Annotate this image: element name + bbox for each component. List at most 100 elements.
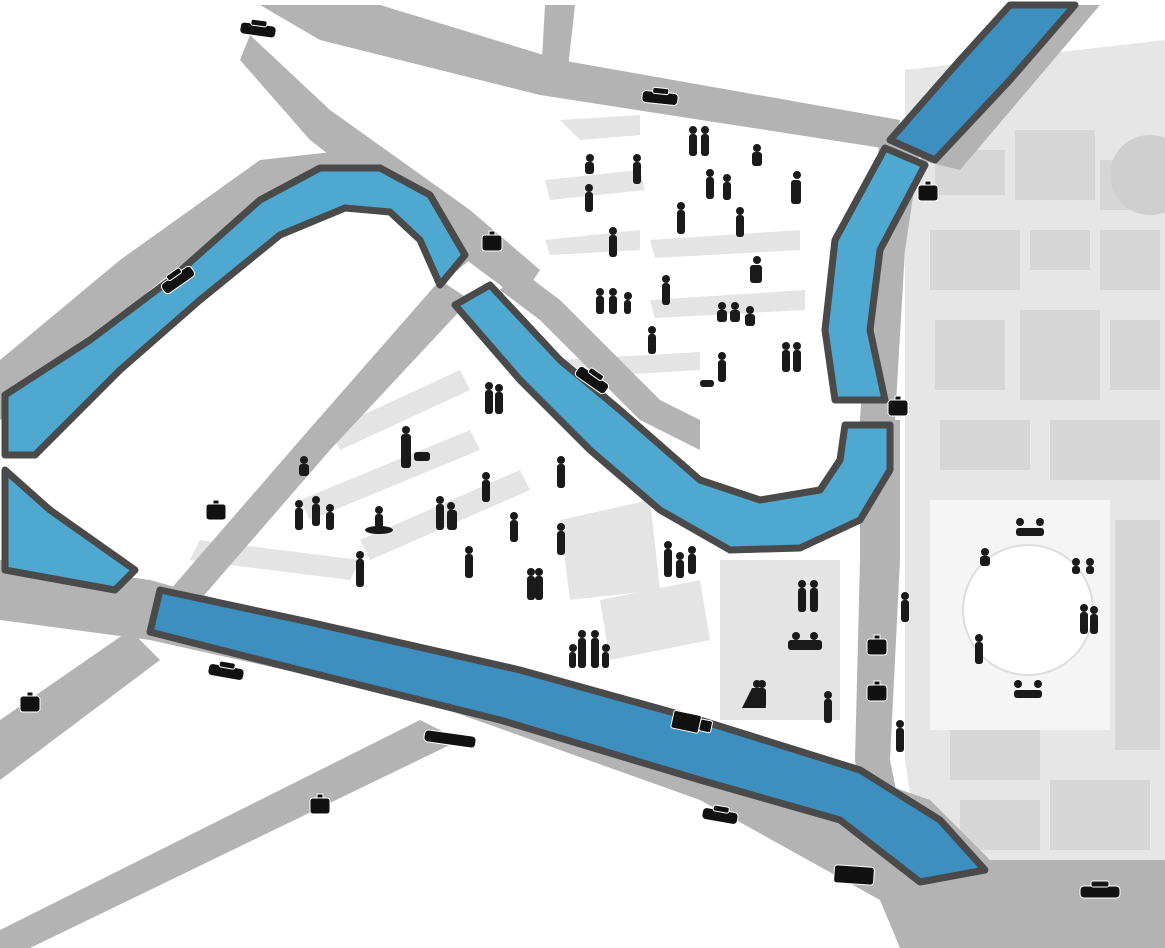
canal-north-east-upper (886, 1, 1079, 164)
person-silhouette-icon (1072, 558, 1080, 574)
person-silhouette-icon (750, 256, 762, 283)
person-silhouette-icon (609, 227, 617, 257)
person-silhouette-icon (793, 342, 801, 372)
canal-center-loop (451, 281, 894, 554)
person-silhouette-icon (901, 592, 909, 622)
person-silhouette-icon (535, 568, 543, 600)
cafe-table-icon (788, 632, 822, 650)
person-silhouette-icon (299, 456, 309, 476)
taxi-icon (19, 691, 41, 713)
person-silhouette-icon (810, 580, 818, 612)
person-silhouette-icon (717, 302, 727, 322)
person-silhouette-icon (896, 720, 904, 752)
person-silhouette-icon (465, 546, 473, 578)
person-silhouette-icon (1080, 604, 1088, 634)
person-silhouette-icon (1090, 606, 1098, 634)
bus-icon (833, 864, 875, 886)
person-silhouette-icon (758, 680, 766, 708)
east-district-blocks (930, 130, 1165, 850)
person-silhouette-icon (688, 546, 696, 574)
canal-north-east-lower (821, 144, 929, 404)
person-silhouette-icon (689, 126, 697, 156)
person-silhouette-icon (609, 288, 617, 314)
person-silhouette-icon (485, 382, 493, 414)
dog-silhouette-icon (700, 380, 714, 387)
person-silhouette-icon (662, 275, 670, 305)
person-silhouette-icon (706, 169, 714, 199)
central-block-buildings (190, 115, 840, 720)
cafe-table-icon (1014, 680, 1042, 698)
person-silhouette-icon (401, 426, 411, 468)
person-silhouette-icon (980, 548, 990, 566)
person-silhouette-icon (578, 630, 586, 668)
person-silhouette-icon (436, 496, 444, 530)
road-west-diagonal (170, 280, 470, 600)
person-silhouette-icon (648, 326, 656, 354)
road-southwest-2 (0, 720, 460, 948)
person-silhouette-icon (295, 500, 303, 530)
person-silhouette-icon (664, 541, 672, 577)
person-silhouette-icon (527, 568, 535, 600)
person-silhouette-icon (1086, 558, 1094, 574)
person-silhouette-icon (782, 342, 790, 372)
person-silhouette-icon (975, 634, 983, 664)
road-center-diagonal (500, 270, 700, 450)
canal-north-west-arc (1, 164, 469, 459)
person-silhouette-icon (798, 580, 806, 612)
person-silhouette-icon (312, 496, 320, 526)
person-silhouette-icon (701, 126, 709, 156)
person-silhouette-icon (569, 644, 577, 668)
canal-west-edge (1, 466, 139, 594)
canal-south-long (146, 586, 989, 886)
taxi-icon (887, 395, 909, 417)
truck-icon (670, 709, 713, 734)
person-silhouette-icon (591, 630, 599, 668)
person-silhouette-icon (557, 456, 565, 488)
photographer-icon (824, 691, 832, 723)
road-southwest-1 (0, 630, 160, 780)
person-silhouette-icon (356, 551, 364, 587)
person-silhouette-icon (624, 292, 632, 314)
person-silhouette-icon (677, 202, 685, 234)
person-silhouette-icon (510, 512, 518, 542)
person-silhouette-icon (375, 506, 383, 530)
person-silhouette-icon (730, 302, 740, 322)
taxi-icon (866, 680, 888, 702)
taxi-icon (309, 793, 331, 815)
person-silhouette-icon (495, 384, 503, 414)
car-icon (207, 660, 245, 681)
person-silhouette-icon (718, 352, 726, 382)
car-icon (1079, 880, 1121, 899)
taxi-icon (917, 180, 939, 202)
taxi-icon (866, 634, 888, 656)
person-silhouette-icon (736, 207, 744, 237)
person-silhouette-icon (723, 174, 731, 200)
cafe-table-icon (1016, 518, 1044, 536)
taxi-icon (205, 499, 227, 521)
cyclist-icon (365, 526, 393, 534)
person-silhouette-icon (596, 288, 604, 314)
dog-silhouette-icon (414, 452, 430, 461)
car-icon (160, 265, 196, 295)
person-silhouette-icon (585, 184, 593, 212)
road-west-arc (0, 150, 470, 420)
road-north-connector (540, 5, 575, 95)
person-silhouette-icon (482, 472, 490, 502)
person-silhouette-icon (602, 644, 610, 668)
taxi-icon (481, 230, 503, 252)
person-silhouette-icon (745, 306, 755, 326)
person-silhouette-icon (585, 154, 594, 174)
pedestrians (295, 126, 1098, 752)
person-silhouette-icon (752, 144, 762, 166)
road-north (170, 5, 900, 150)
limousine-icon (423, 729, 477, 749)
car-icon (701, 804, 739, 825)
person-silhouette-icon (791, 171, 801, 204)
car-icon (239, 18, 277, 39)
person-silhouette-icon (326, 504, 334, 530)
vehicles (19, 18, 1121, 899)
car-icon (641, 86, 679, 106)
person-silhouette-icon (557, 523, 565, 555)
car-icon (574, 365, 610, 395)
